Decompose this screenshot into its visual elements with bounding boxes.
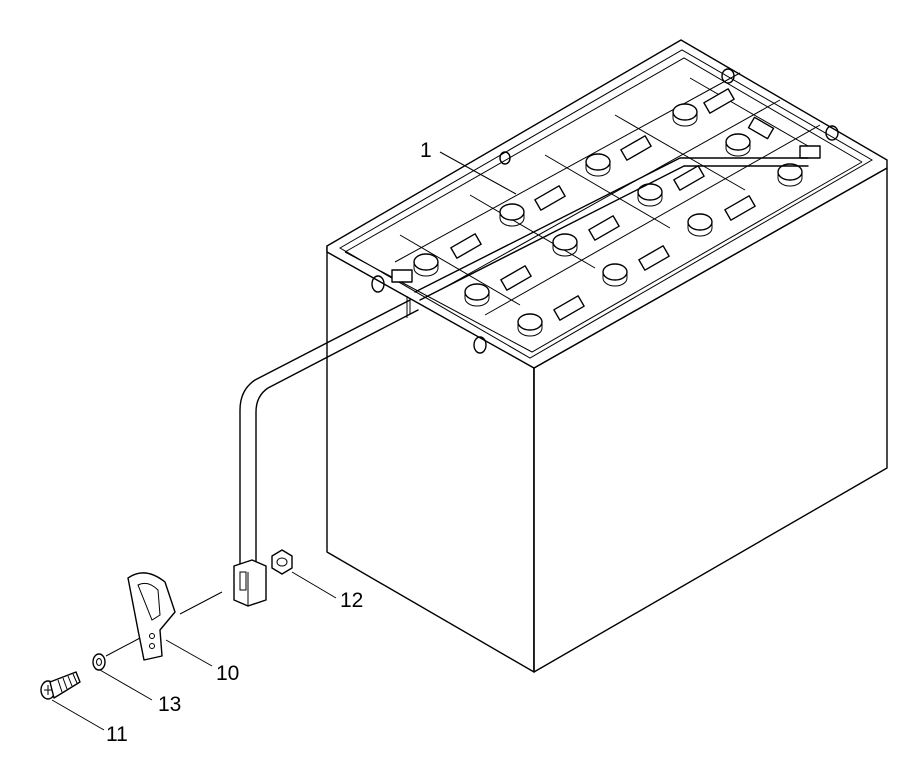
leader-10 (165, 639, 213, 667)
leader-1 (439, 151, 517, 195)
washer (92, 653, 106, 671)
nut (271, 549, 293, 575)
cell-posts-back (413, 103, 698, 277)
cable-plug (233, 559, 267, 607)
cell-separators (394, 72, 821, 316)
rim-hole (499, 151, 511, 165)
leader-13 (99, 669, 153, 701)
cell-posts-middle (464, 133, 751, 307)
leader-lines (51, 151, 517, 731)
rim-hole (825, 125, 839, 141)
callout-12: 12 (340, 589, 363, 612)
top-cable (414, 157, 809, 293)
leader-11 (51, 699, 105, 731)
battery-tray (326, 39, 888, 673)
screw (40, 671, 81, 700)
leader-10-top (179, 591, 223, 615)
callout-13: 13 (158, 693, 181, 716)
callout-1: 1 (420, 139, 432, 162)
callout-10: 10 (216, 662, 239, 685)
output-cable (233, 296, 419, 607)
rim-hole (473, 336, 487, 354)
cell-connectors (391, 88, 821, 321)
leader-12 (291, 571, 337, 599)
callout-11: 11 (106, 723, 128, 746)
tray-inner-rim (339, 49, 873, 359)
cell-posts-front (517, 163, 803, 337)
rim-hole (371, 275, 385, 293)
handle (127, 572, 176, 661)
